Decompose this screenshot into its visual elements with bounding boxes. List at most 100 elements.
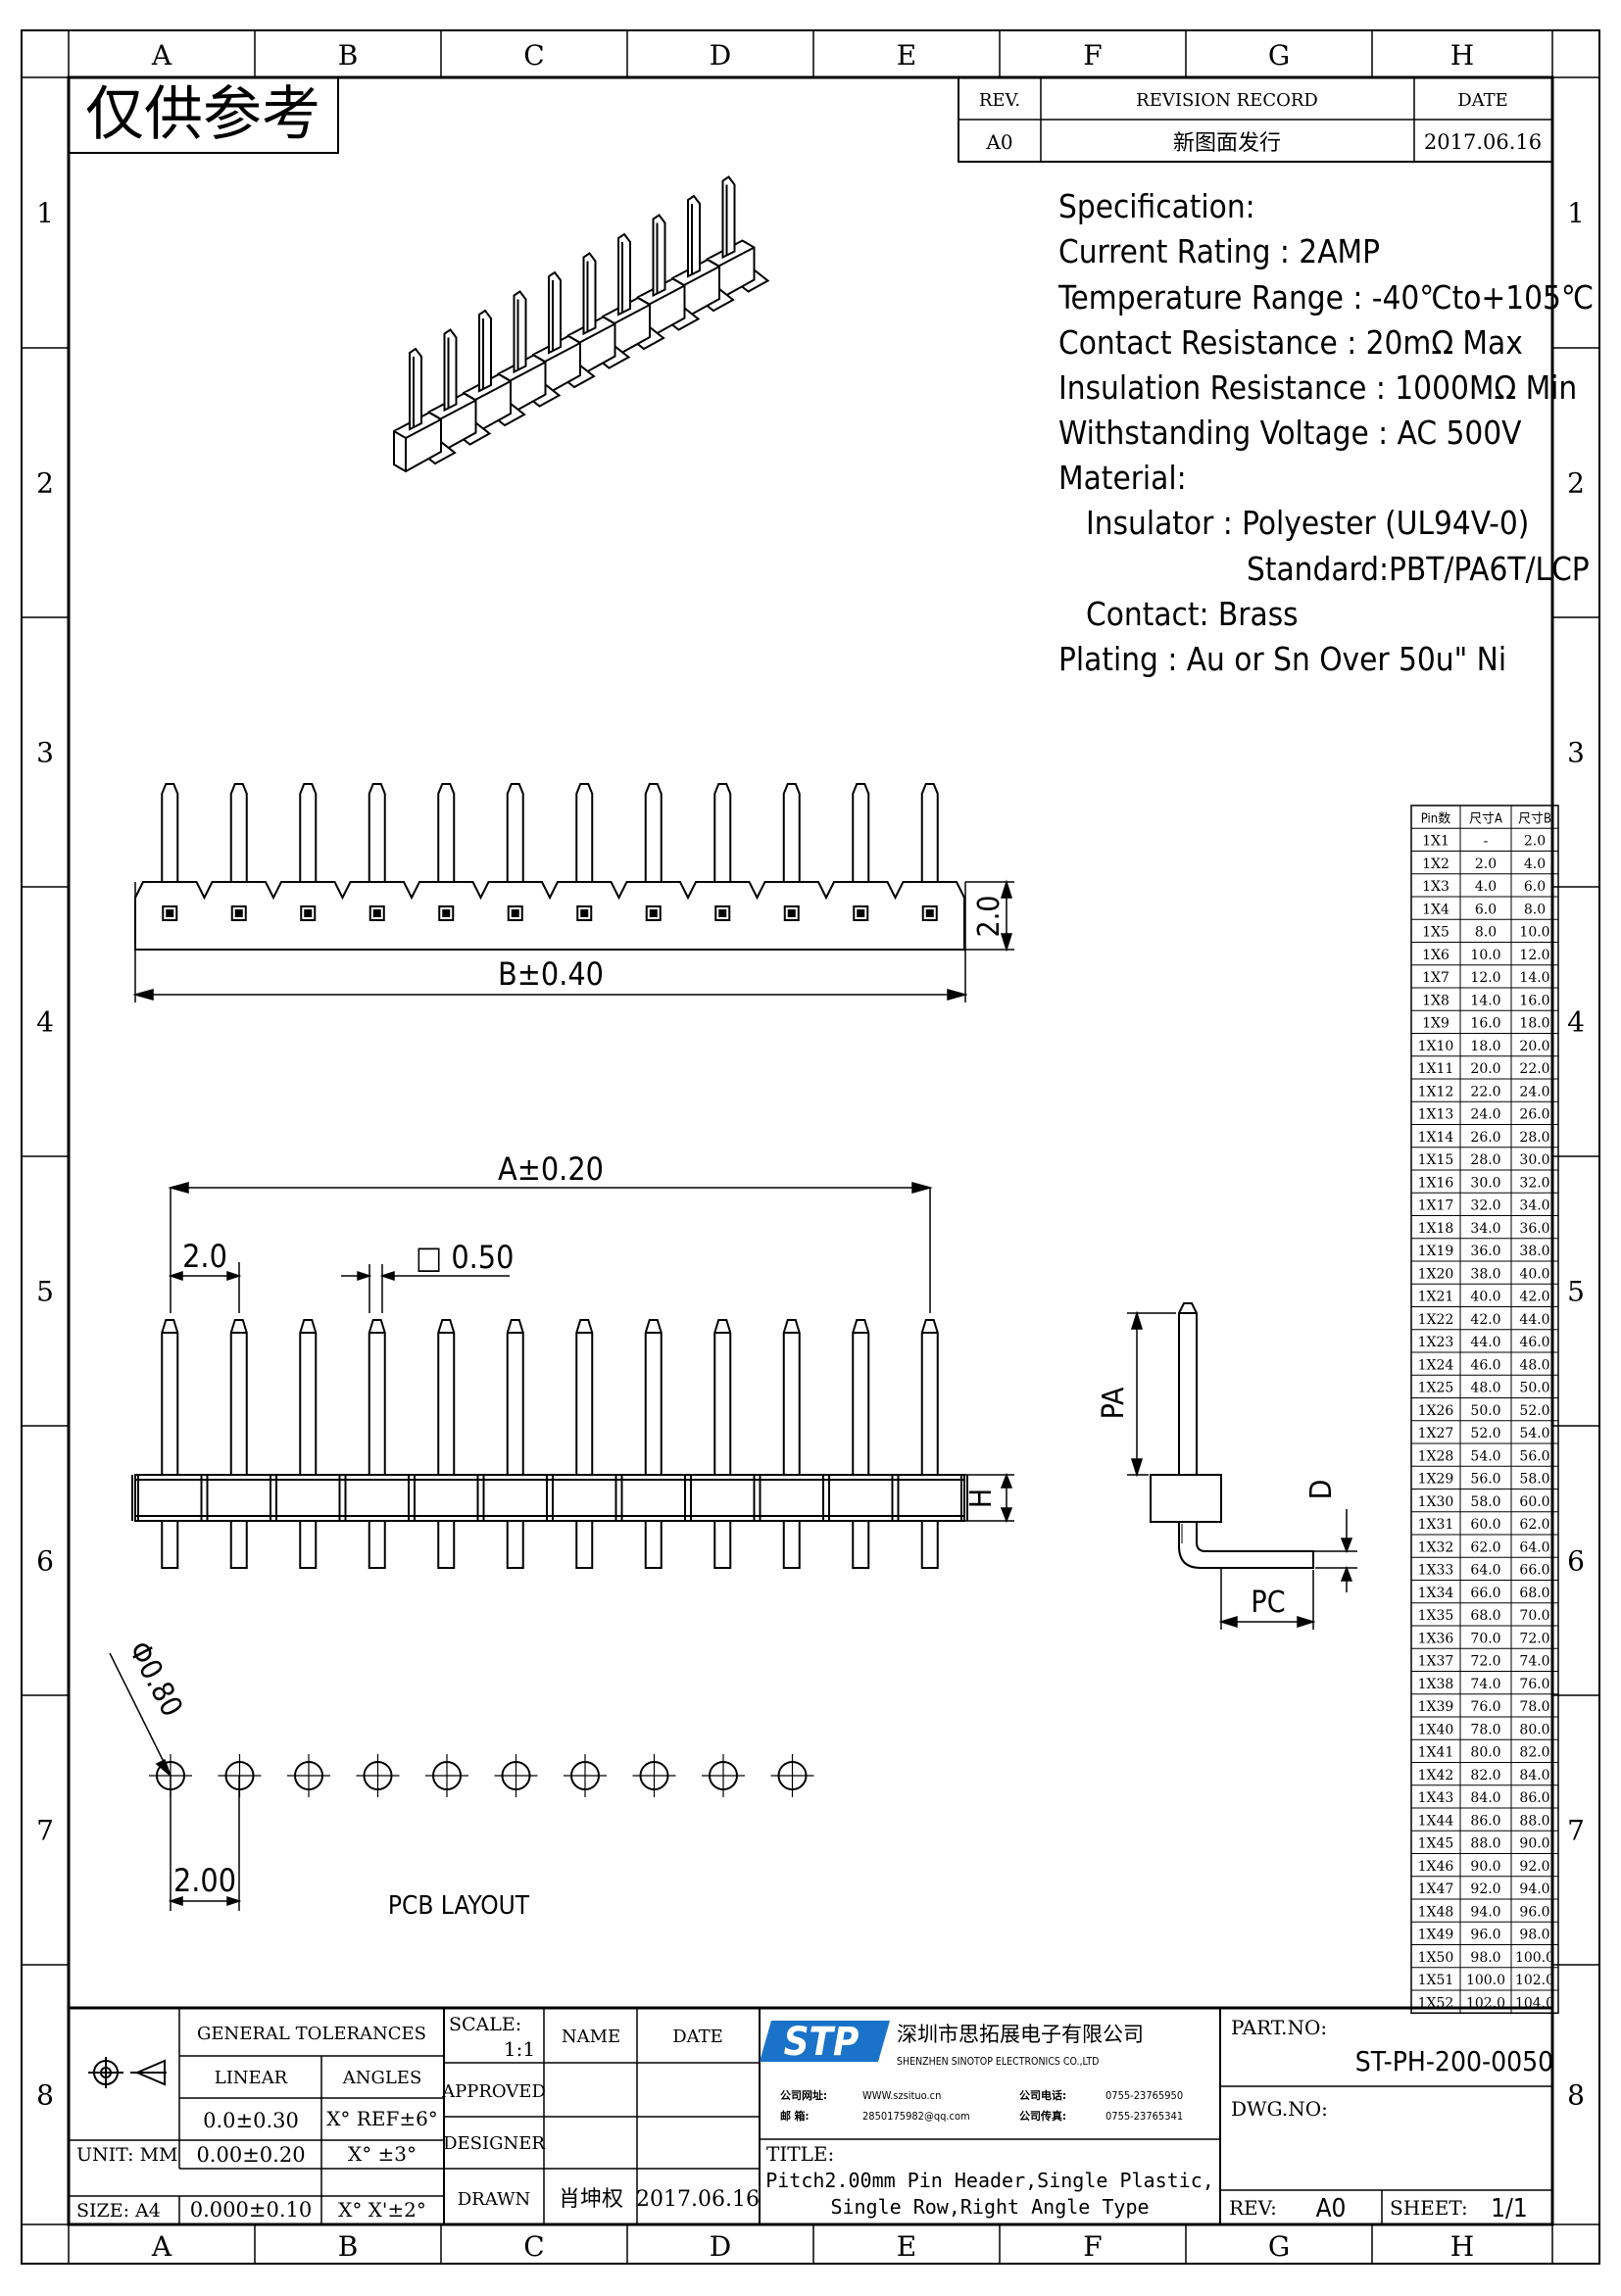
pin-table-cell: 84.0	[1470, 1790, 1500, 1806]
pin-table-cell: 1X33	[1418, 1563, 1454, 1579]
pin-table-cell: 102.0	[1515, 1973, 1554, 1988]
pin-table-cell: 96.0	[1470, 1928, 1500, 1943]
top-pin-square	[300, 905, 317, 921]
tol-linear-3: 0.000±0.10	[190, 2198, 312, 2222]
dim-b: B±0.40	[498, 955, 604, 993]
pin-table-cell: 1X35	[1418, 1608, 1454, 1624]
tol-linear-2: 0.00±0.20	[196, 2143, 305, 2167]
pin-table-cell: 66.0	[1470, 1586, 1500, 1601]
pin-table-cell: 1X30	[1418, 1494, 1454, 1510]
pin-table-cell: 36.0	[1519, 1221, 1549, 1237]
scale-label: SCALE:	[449, 2014, 521, 2035]
pin-table-cell: 4.0	[1475, 879, 1497, 895]
pin-table-cell: 94.0	[1519, 1881, 1549, 1897]
pcb-layout	[149, 1754, 814, 1797]
pin-table-cell: 90.0	[1470, 1859, 1500, 1875]
zone-letter: E	[897, 39, 916, 72]
part-no-label: PART.NO:	[1231, 2016, 1327, 2039]
pin-table-cell: 1X28	[1418, 1448, 1454, 1464]
zone-number: 7	[1567, 1815, 1585, 1847]
pin-table-cell: 1X13	[1418, 1107, 1454, 1123]
pin-table-cell: 1X25	[1418, 1381, 1454, 1396]
pin-table-cell: 1X38	[1418, 1677, 1454, 1692]
pin-table-cell: 52.0	[1519, 1403, 1549, 1419]
top-view-dims	[132, 879, 1014, 1002]
pin-table-cell: 42.0	[1519, 1290, 1549, 1305]
top-pin	[782, 783, 801, 882]
top-pin	[506, 783, 524, 882]
zone-number: 5	[36, 1276, 54, 1308]
pin-table-cell: 72.0	[1519, 1631, 1549, 1646]
pin-table-cell: 66.0	[1519, 1563, 1549, 1579]
zone-letter: C	[523, 2230, 544, 2263]
iso-pin-post	[443, 328, 458, 413]
top-pin-square-inner	[857, 909, 865, 917]
pin-table-cell: 80.0	[1470, 1745, 1500, 1761]
pin-table-cell: 20.0	[1519, 1039, 1549, 1054]
pin-table-cell: 2.0	[1524, 834, 1546, 850]
pin-table-cell: 18.0	[1519, 1016, 1549, 1032]
pin-table-cell: 1X23	[1418, 1335, 1454, 1350]
front-pin	[713, 1319, 732, 1475]
zone-letter: G	[1268, 2230, 1290, 2263]
iso-pin-post	[687, 194, 701, 278]
iso-body-edge	[393, 418, 442, 471]
pin-table-cell: 1X14	[1418, 1130, 1454, 1146]
title-line-1: Pitch2.00mm Pin Header,Single Plastic,	[765, 2169, 1214, 2192]
mail-value: 2850175982@qq.com	[862, 2110, 970, 2123]
pin-table-cell: 1X17	[1418, 1198, 1454, 1214]
pin-table-cell: 44.0	[1519, 1312, 1549, 1328]
pin-table-cell: 1X43	[1418, 1790, 1454, 1806]
dim-h: H	[964, 1489, 999, 1508]
company-logo: STP	[760, 2020, 890, 2065]
top-pin	[299, 783, 318, 882]
pin-table-cell: 8.0	[1524, 902, 1546, 917]
pin-table-cell: 1X49	[1418, 1928, 1454, 1943]
front-pin	[437, 1319, 456, 1475]
rev-header: REV.	[979, 90, 1020, 111]
zone-number: 2	[36, 467, 54, 500]
pin-table-cell: 32.0	[1519, 1175, 1549, 1191]
drawn-date: 2017.06.16	[636, 2187, 760, 2212]
spec-standard: Standard:PBT/PA6T/LCP	[1247, 550, 1590, 588]
pin-table-cell: 22.0	[1519, 1061, 1549, 1077]
front-pin-tail	[920, 1521, 939, 1569]
pin-table-cell: 1X42	[1418, 1768, 1454, 1783]
pin-table-cell: 28.0	[1519, 1130, 1549, 1146]
pin-table-cell: 1X22	[1418, 1312, 1454, 1328]
rev-label-tb: REV:	[1229, 2196, 1277, 2220]
pin-table-cell: 26.0	[1470, 1130, 1500, 1146]
zone-letter: D	[710, 39, 731, 72]
pin-table-cell: 32.0	[1470, 1198, 1500, 1214]
pin-table-cell: 2.0	[1475, 856, 1497, 872]
iso-pin-post	[582, 252, 597, 336]
pin-table-cell: 6.0	[1475, 902, 1497, 917]
title-label: TITLE:	[766, 2142, 834, 2166]
dwg-no-label: DWG.NO:	[1231, 2097, 1328, 2121]
projection-symbol-icon	[88, 2057, 167, 2088]
front-view	[131, 1319, 968, 1569]
pin-table-cell: 90.0	[1519, 1836, 1549, 1852]
front-pin-tail	[299, 1521, 318, 1569]
date-header-tb: DATE	[672, 2027, 723, 2047]
pin-table-cell: 1X27	[1418, 1426, 1454, 1441]
dim-a: A±0.20	[498, 1150, 604, 1188]
pin-table-cell: 34.0	[1519, 1198, 1549, 1214]
top-pin-square	[783, 905, 800, 921]
web-value: WWW.szsituo.cn	[862, 2089, 941, 2102]
front-pin-tail	[782, 1521, 801, 1569]
side-view	[1150, 1302, 1314, 1569]
front-pin	[575, 1319, 594, 1475]
pin-table-cell: 1X36	[1418, 1631, 1454, 1646]
tel-label: 公司电话:	[1019, 2088, 1066, 2102]
pin-table-cell: 8.0	[1475, 925, 1497, 941]
pin-table-cell: 56.0	[1470, 1472, 1500, 1488]
zone-number: 3	[1567, 737, 1585, 769]
front-pin	[506, 1319, 524, 1475]
spec-temperature: Temperature Range : -40℃to+105℃	[1057, 278, 1594, 317]
pin-table-cell: 1X8	[1422, 993, 1449, 1008]
iso-pin-post	[513, 290, 527, 374]
approved-label: APPROVED	[441, 2081, 546, 2102]
general-tolerances: GENERAL TOLERANCES	[197, 2024, 426, 2044]
part-no-value: ST-PH-200-0050	[1355, 2045, 1553, 2077]
